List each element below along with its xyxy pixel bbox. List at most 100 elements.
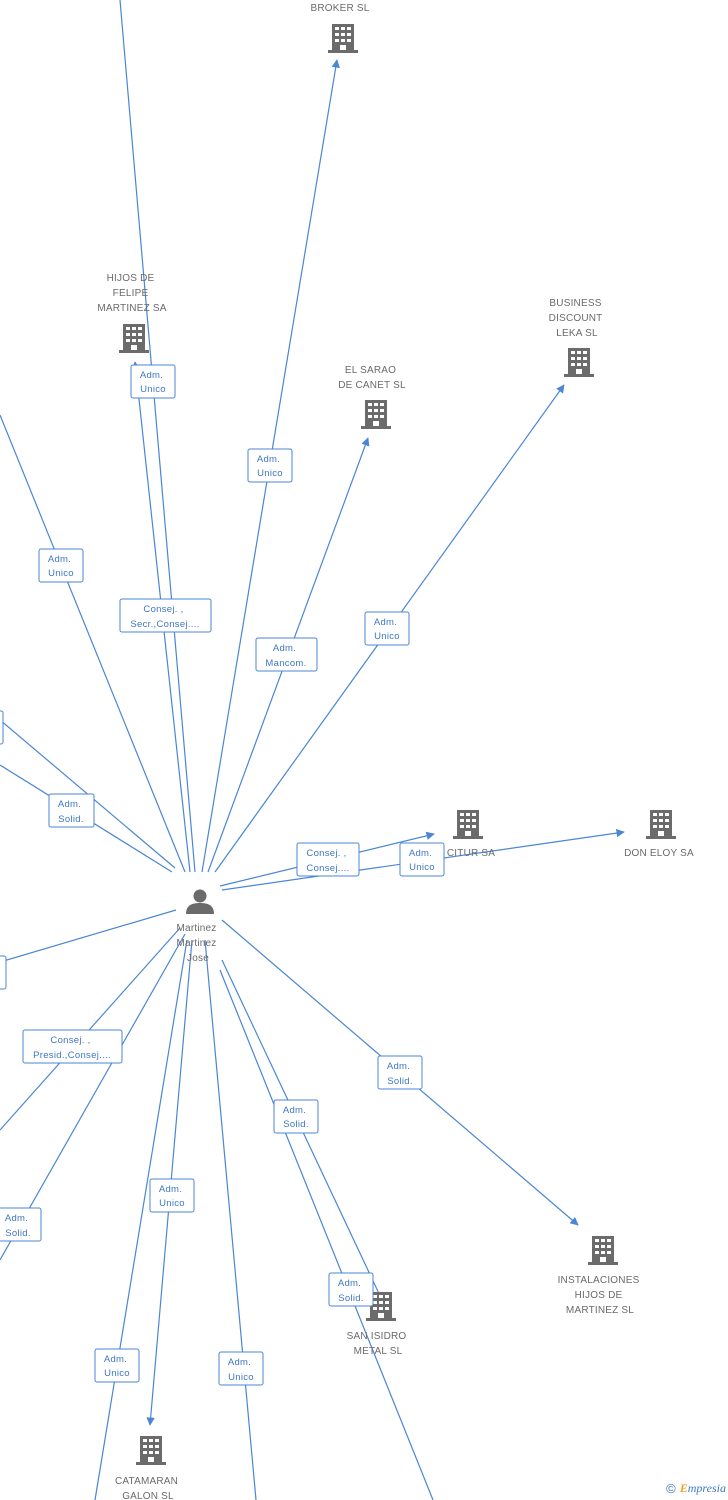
building-icon: [136, 1436, 166, 1465]
role-text: Adm. Unico: [104, 1354, 130, 1379]
company-label-line: SAN ISIDRO: [347, 1331, 407, 1342]
role-text-line: Unico: [104, 1368, 130, 1379]
company-business-discount[interactable]: BUSINESS DISCOUNT LEKA SL: [549, 298, 606, 377]
role-text-line: Adm.: [104, 1354, 127, 1365]
role-text-line: Unico: [409, 862, 435, 873]
center-person[interactable]: Martinez Martinez Jose: [177, 889, 220, 965]
brand-first-letter: E: [679, 1481, 688, 1495]
edge-offscreen-left-5: [0, 933, 186, 1261]
role-text: Consej. , Secr.,Consej....: [130, 604, 199, 630]
role-text-line: Unico: [48, 568, 74, 579]
company-label-line: CATAMARAN: [115, 1476, 178, 1487]
company-label: INSTALACIONES HIJOS DE MARTINEZ SL: [558, 1275, 643, 1316]
role-text: Consej. , Consej....: [306, 848, 349, 874]
role-text: Consej. , Presid.,Consej....: [33, 1035, 111, 1061]
company-label-line: HIJOS DE: [107, 273, 155, 284]
role-text: Adm. Unico: [159, 1184, 185, 1209]
role-label-bottom-mid[interactable]: Adm. Unico: [218, 1351, 264, 1386]
company-san-isidro[interactable]: SAN ISIDRO METAL SL: [347, 1292, 410, 1357]
role-text: Adm. Unico: [374, 617, 400, 642]
role-text: Adm. Solid.: [338, 1278, 364, 1304]
role-text-line: Solid.: [283, 1119, 309, 1130]
company-label-line: LEKA SL: [556, 328, 598, 339]
company-label: DON ELOY SA: [624, 848, 694, 859]
role-text-line: Adm.: [257, 454, 280, 465]
company-label: EL SARAO DE CANET SL: [338, 365, 406, 391]
building-icon: [588, 1236, 618, 1265]
company-label-line: CITUR SA: [447, 848, 495, 859]
footer-brand[interactable]: © Empresia: [666, 1481, 726, 1496]
role-text: Adm. Solid.: [5, 1213, 31, 1239]
role-text: Adm. Unico: [48, 554, 74, 579]
role-text: Adm. Mancom.: [265, 643, 306, 669]
company-catamaran[interactable]: CATAMARAN GALON SL: [115, 1436, 181, 1500]
center-line: Martinez: [177, 923, 217, 934]
company-label-line: BROKER SL: [310, 3, 369, 14]
company-label-line: MARTINEZ SL: [566, 1305, 634, 1316]
building-icon: [328, 24, 358, 53]
role-label-doneloy[interactable]: Adm. Unico: [399, 842, 445, 877]
building-icon: [119, 324, 149, 353]
role-label-instalaciones[interactable]: Adm. Solid.: [377, 1055, 423, 1090]
role-label-citur[interactable]: Consej. , Consej....: [296, 842, 360, 877]
role-label-business[interactable]: Adm. Unico: [364, 611, 410, 646]
company-el-sarao[interactable]: EL SARAO DE CANET SL: [338, 365, 406, 429]
company-label-line: EL SARAO: [345, 365, 396, 376]
company-don-eloy[interactable]: DON ELOY SA: [624, 810, 694, 859]
role-label-catamaran[interactable]: Adm. Unico: [149, 1178, 195, 1213]
role-text-line: Solid.: [5, 1228, 31, 1239]
center-line: Martinez: [177, 938, 217, 949]
edge-offscreen-left-4: [0, 927, 181, 1131]
role-text-line: Adm.: [5, 1213, 28, 1224]
company-label: CITUR SA: [447, 848, 495, 859]
role-label-broker[interactable]: Adm. Unico: [247, 448, 293, 483]
company-label-line: DON ELOY SA: [624, 848, 694, 859]
role-text-line: Unico: [374, 631, 400, 642]
role-label-left-bottom-solid[interactable]: Adm. Solid.: [0, 1207, 42, 1242]
company-label: BROKER SL: [310, 3, 369, 14]
role-text: Adm. Solid.: [387, 1061, 413, 1087]
role-text-line: Adm.: [374, 617, 397, 628]
role-label-bottom-left[interactable]: Adm. Unico: [94, 1348, 140, 1383]
company-instalaciones[interactable]: INSTALACIONES HIJOS DE MARTINEZ SL: [558, 1236, 643, 1316]
role-label-offscreen-left-a: [0, 710, 4, 745]
copyright-symbol: ©: [666, 1481, 676, 1496]
company-broker[interactable]: BROKER SL: [310, 3, 370, 53]
edge-offscreen-bottom-left: [94, 939, 188, 1500]
role-text-line: Adm.: [409, 848, 432, 859]
edge-offscreen-left-3: [0, 909, 177, 963]
role-label-consej-secr[interactable]: Consej. , Secr.,Consej....: [119, 598, 212, 633]
role-label-consej-presid[interactable]: Consej. , Presid.,Consej....: [22, 1029, 123, 1064]
role-text: Adm. Unico: [228, 1357, 254, 1383]
role-text-line: Adm.: [387, 1061, 410, 1072]
company-label-line: FELIPE: [113, 288, 149, 299]
role-text-line: Adm.: [273, 643, 296, 654]
company-label: SAN ISIDRO METAL SL: [347, 1331, 410, 1357]
company-label-line: MARTINEZ SA: [97, 303, 166, 314]
company-label-line: DE CANET SL: [338, 380, 406, 391]
edges: [0, 0, 625, 1500]
center-line: Jose: [187, 953, 209, 964]
role-text-line: Adm.: [283, 1105, 306, 1116]
role-label-sarao[interactable]: Adm. Mancom.: [255, 637, 318, 672]
role-text-line: Consej. ,: [50, 1035, 90, 1046]
role-label-hijos[interactable]: Adm. Unico: [130, 364, 176, 399]
company-citur[interactable]: CITUR SA: [447, 810, 495, 859]
role-text-line: Unico: [257, 468, 283, 479]
role-text: Adm. Solid.: [58, 799, 84, 825]
edge-offscreen-left-top: [0, 414, 186, 873]
building-icon: [646, 810, 676, 839]
role-label-sanisidro-1[interactable]: Adm. Solid.: [273, 1099, 319, 1134]
edge-offscreen-top: [119, 0, 196, 873]
building-icon: [361, 400, 391, 429]
role-label-left-top[interactable]: Adm. Unico: [38, 548, 84, 583]
company-hijos-felipe[interactable]: HIJOS DE FELIPE MARTINEZ SA: [97, 273, 167, 353]
role-label-sanisidro-2[interactable]: Adm. Solid.: [328, 1272, 374, 1307]
brand-rest: mpresia: [687, 1481, 726, 1495]
role-label-left-solid[interactable]: Adm. Solid.: [48, 793, 95, 828]
center-person-label: Martinez Martinez Jose: [177, 923, 220, 964]
empresia-logo: Empresia: [680, 1481, 726, 1496]
company-label: BUSINESS DISCOUNT LEKA SL: [549, 298, 606, 339]
role-text-line: Consej. ,: [306, 848, 346, 859]
role-text-line: Unico: [140, 384, 166, 395]
